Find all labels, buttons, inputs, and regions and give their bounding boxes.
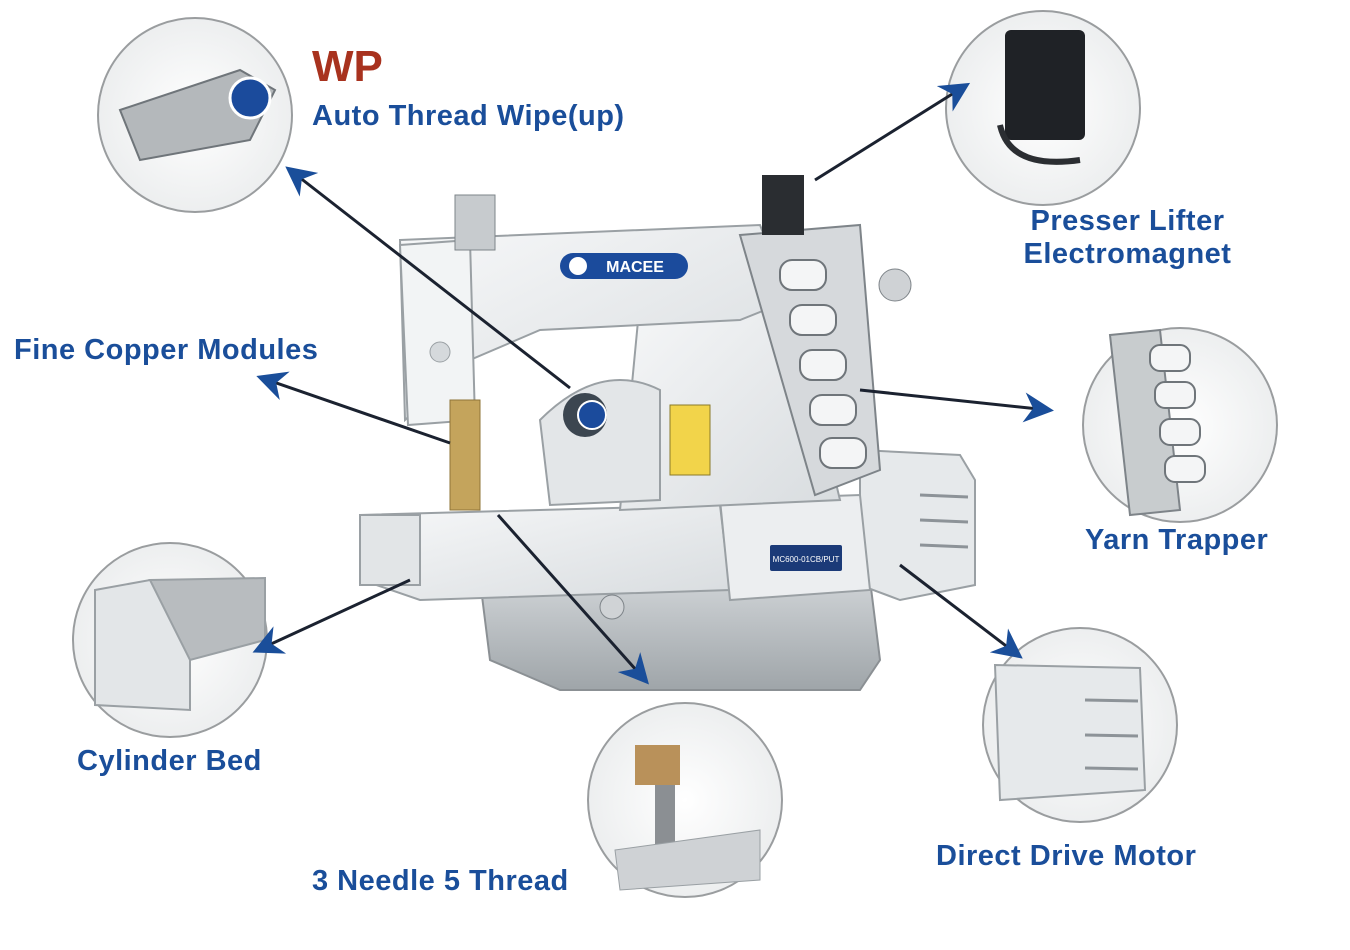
label-presser-lifter-line1: Presser Lifter [1030,205,1225,237]
callout-presser-lifter [945,10,1141,206]
label-presser-lifter-line2: Electromagnet [1023,238,1232,270]
label-presser-lifter: Presser Lifter Electromagnet [990,205,1265,271]
callout-arrows [252,82,1054,685]
sewing-machine: MC600-01CB/PUT MACEE [358,175,976,691]
model-plate-text: MC600-01CB/PUT [773,555,840,564]
callout-yarn-trapper [1082,327,1278,523]
callout-needle-thread [587,702,783,898]
label-auto-thread-wipe: Auto Thread Wipe(up) [312,100,625,132]
callout-cylinder-bed [72,542,268,738]
label-needle-thread: 3 Needle 5 Thread [312,865,569,897]
brand-logo-text: MACEE [606,259,664,276]
wp-badge: WP [312,42,383,91]
callout-auto-thread-wipe [97,17,293,213]
label-fine-copper: Fine Copper Modules [14,334,319,366]
label-yarn-trapper: Yarn Trapper [1085,524,1269,556]
label-direct-drive: Direct Drive Motor [936,840,1197,872]
label-cylinder-bed: Cylinder Bed [77,745,262,777]
callout-direct-drive [982,627,1178,823]
